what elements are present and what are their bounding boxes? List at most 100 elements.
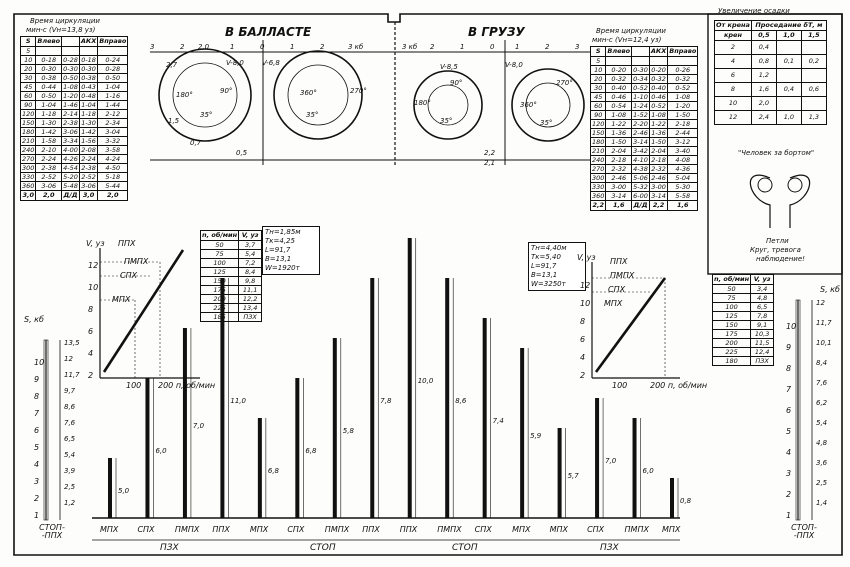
table-cell: [631, 56, 650, 66]
table-cell: 330: [19, 172, 37, 182]
circle-value: 2,2: [484, 149, 496, 157]
table-cell: 1-18: [78, 109, 99, 119]
bottom-mode-label: СПХ: [474, 525, 492, 534]
table-cell: 1-22: [648, 119, 669, 129]
bar-value-label: 7,0: [192, 422, 205, 430]
y-tick-label: 12: [88, 261, 99, 270]
table-cell: 1-50: [605, 137, 633, 147]
speed-left-mode-ppx: ППХ: [118, 239, 136, 248]
table-cell: 4-26: [61, 154, 80, 164]
table-cell: 0-18: [35, 55, 63, 65]
table-cell: 0-50: [61, 73, 80, 83]
table-cell: 0-40: [605, 83, 633, 93]
circle-value: 360°: [300, 89, 317, 97]
bottom-mode-label: МПХ: [549, 525, 568, 534]
table-cell: 1-42: [78, 127, 99, 137]
table-cell: 4: [714, 54, 752, 69]
table-row: 5: [19, 46, 129, 56]
param-line: Тк=5,40: [531, 253, 561, 261]
circulation-inner-circle: [172, 62, 238, 128]
table-cell: 2-18: [605, 155, 633, 165]
circle-value: 0: [260, 43, 265, 51]
table-cell: 210: [19, 136, 37, 146]
bar-value-label: 6,0: [642, 467, 654, 475]
table-cell: 3-06: [78, 181, 99, 191]
table-cell: 175: [199, 285, 240, 295]
table-cell: 2-14: [61, 109, 80, 119]
table-cell: 0-50: [35, 91, 63, 101]
table-cell: 200: [711, 338, 752, 348]
table-cell: 2-32: [605, 164, 633, 174]
table-cell: 6: [714, 68, 752, 83]
circle-value: 1: [460, 43, 465, 51]
circle-value: 3 кб: [348, 43, 364, 51]
circle-value: 2,1: [484, 159, 496, 167]
table-cell: 2-18: [667, 119, 699, 129]
table-cell: 4-10: [631, 155, 650, 165]
table-cell: 4-08: [667, 155, 699, 165]
table-cell: 210: [589, 146, 607, 156]
table-cell: 0-46: [605, 92, 633, 102]
col-left: Влево: [605, 46, 633, 57]
table-cell: 7,2: [238, 258, 263, 268]
table-cell: 1-36: [605, 128, 633, 138]
stop-left-title: S, кб: [24, 315, 44, 324]
table-cell: 0-20: [605, 65, 633, 75]
table-cell: 3,7: [238, 240, 263, 250]
table-cell: 6-00: [631, 191, 650, 201]
table-cell: 50: [199, 240, 240, 250]
table-cell: 10: [714, 96, 752, 111]
circle-value: 35°: [540, 119, 553, 127]
stopping-bar: [332, 338, 337, 518]
table-cell: 1-04: [35, 100, 63, 110]
table-cell: 2,4: [750, 110, 777, 125]
col-right: Вправо: [97, 36, 129, 47]
circulation-inner-circle: [287, 64, 349, 126]
stop-tick-label: 1: [34, 511, 40, 520]
table-cell: 1-20: [667, 101, 699, 111]
circle-value: 0,5: [236, 149, 248, 157]
table-cell: 1-20: [61, 91, 80, 101]
table-row: 5: [589, 56, 699, 66]
table-cell: 2-18: [648, 155, 669, 165]
stop-value-label: 3,6: [816, 459, 828, 467]
table-cell: 60: [589, 101, 607, 111]
col-left: Влево: [35, 36, 63, 47]
stop-value-label: 2,5: [64, 483, 76, 491]
table-cell: 20: [19, 64, 37, 74]
list-header-0: От крена: [714, 20, 752, 31]
table-foot-cell: 3,0: [19, 190, 37, 201]
table-cell: 2-24: [35, 154, 63, 164]
table-cell: 180: [711, 356, 752, 366]
circulation-inner-circle: [525, 82, 571, 128]
table-foot-cell: 2,2: [648, 200, 669, 211]
table-cell: 3-14: [631, 137, 650, 147]
bottom-mode-label: ППХ: [399, 525, 418, 534]
table-cell: 0,4: [750, 40, 777, 55]
y-tick-label: 6: [580, 335, 586, 344]
table-cell: [78, 46, 99, 56]
circ-left-subtitle: мин-с (Vн=13,8 уз): [26, 26, 96, 34]
speed-left-x1: 100: [126, 381, 142, 390]
table-cell: [775, 96, 802, 111]
stopping-bar: [108, 458, 112, 518]
circle-value: 2,0: [198, 43, 210, 51]
table-cell: 2-52: [78, 172, 99, 182]
rpm-header: n, об/мин: [199, 230, 240, 241]
table-cell: 2-46: [631, 128, 650, 138]
table-cell: 0-26: [667, 65, 699, 75]
circle-value: 90°: [220, 87, 233, 95]
table-cell: 0-38: [35, 73, 63, 83]
stop-tick-label: 4: [34, 460, 40, 469]
